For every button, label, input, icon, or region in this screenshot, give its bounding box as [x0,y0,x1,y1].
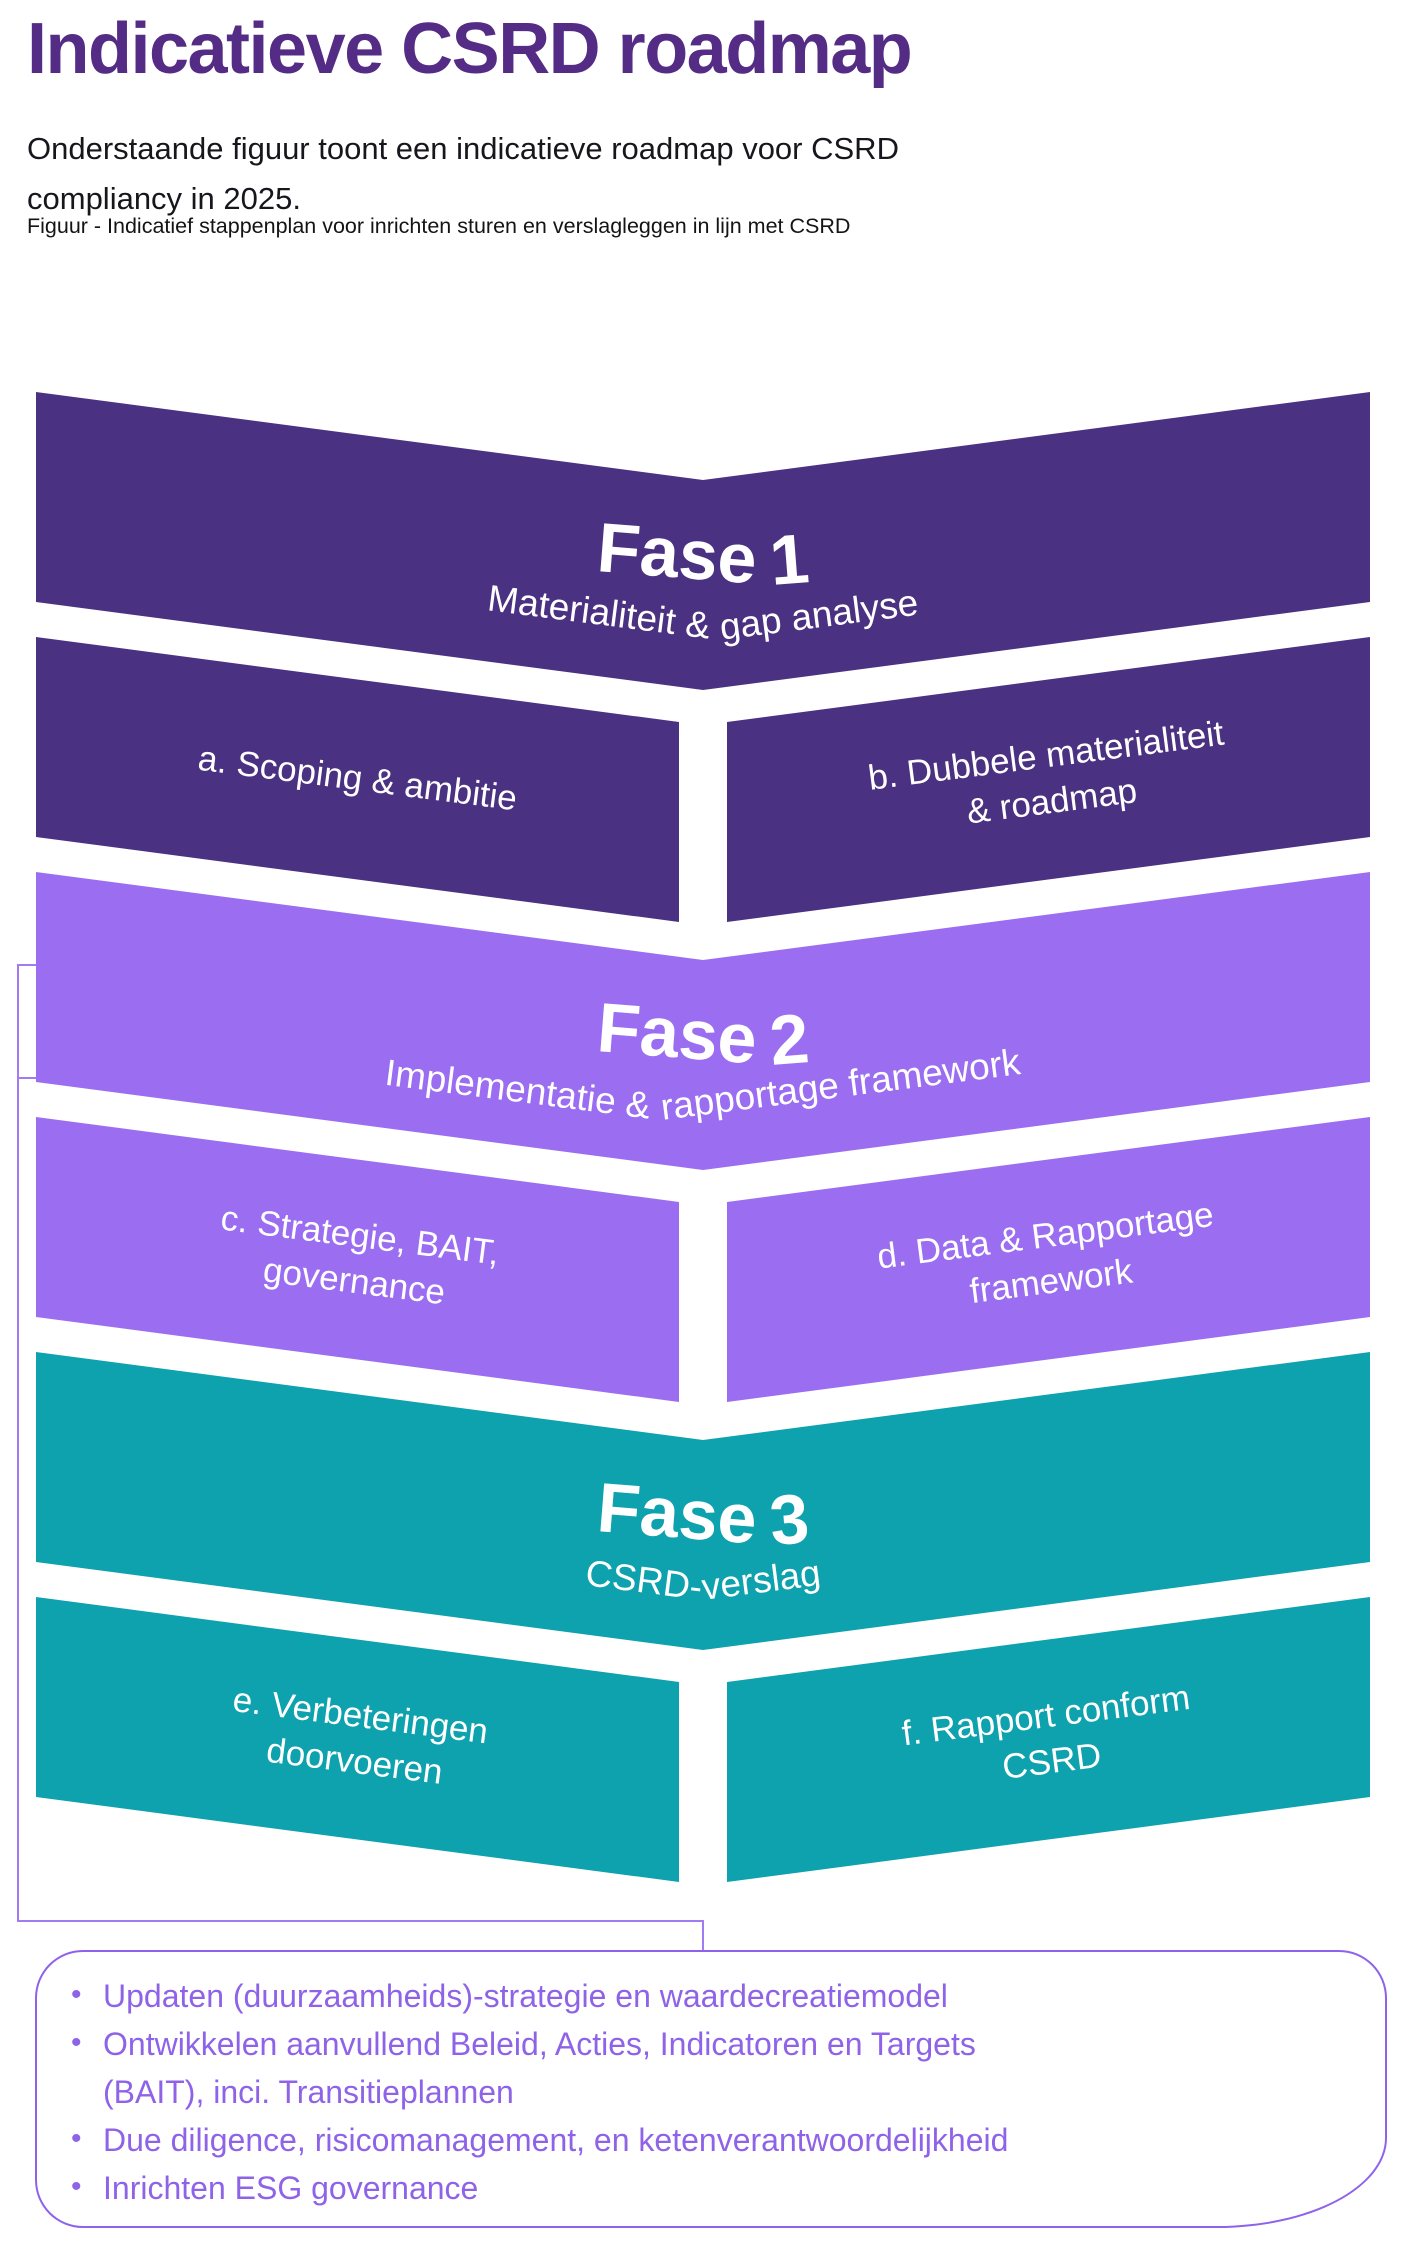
fase3-title: Fase 3 [594,1468,812,1561]
fase2-title: Fase 2 [594,988,812,1081]
note-item: Inrichten ESG governance [67,2164,1341,2212]
fase2-steps-row: c. Strategie, BAIT,governance d. Data & … [36,1117,1370,1402]
step-b-label: b. Dubbele materialiteit& roadmap [865,713,1226,833]
step-a-panel: a. Scoping & ambitie [36,637,679,922]
notes-box: Updaten (duurzaamheids)-strategie en waa… [35,1950,1387,2228]
step-b-panel: b. Dubbele materialiteit& roadmap [727,637,1370,922]
fase1-title: Fase 1 [594,508,812,601]
intro-text: Onderstaande figuur toont een indicatiev… [27,131,899,217]
note-item: Due diligence, risicomanagement, en kete… [67,2116,1341,2164]
step-a-label: a. Scoping & ambitie [195,739,520,819]
page-title: Indicatieve CSRD roadmap [27,9,913,89]
notes-list: Updaten (duurzaamheids)-strategie en waa… [67,1972,1341,2212]
note-item: Updaten (duurzaamheids)-strategie en waa… [67,1972,1341,2020]
step-c-label: c. Strategie, BAIT,governance [219,1198,502,1313]
figure-caption: Figuur - Indicatief stappenplan voor inr… [27,214,851,238]
note-item: Ontwikkelen aanvullend Beleid, Acties, I… [67,2020,1341,2116]
step-c-panel: c. Strategie, BAIT,governance [36,1117,679,1402]
fase1-steps-row: a. Scoping & ambitie b. Dubbele material… [36,637,1370,922]
roadmap-figure: Fase 1 Materialiteit & gap analyse a. Sc… [36,0,1370,2246]
